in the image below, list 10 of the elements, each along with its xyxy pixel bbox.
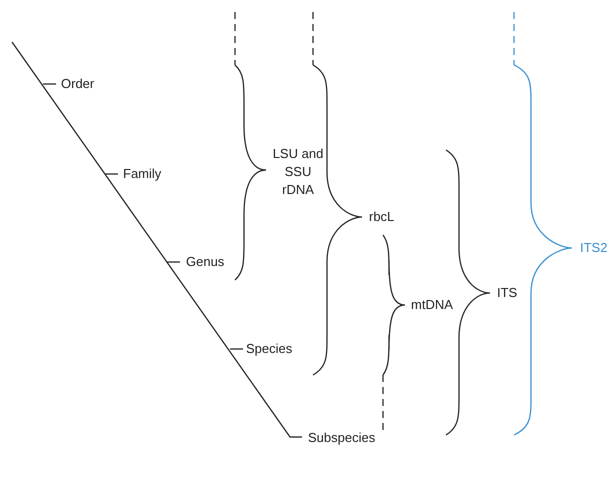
- marker-label: ITS: [497, 284, 518, 302]
- marker-label: rbcL: [369, 208, 394, 226]
- rank-label: Species: [246, 340, 292, 358]
- marker-label: LSU and SSU rDNA: [272, 145, 324, 199]
- marker-label: ITS2: [580, 239, 608, 257]
- marker-label: mtDNA: [411, 296, 453, 314]
- rank-label: Subspecies: [308, 429, 376, 447]
- rank-label: Genus: [186, 253, 224, 271]
- rank-label: Order: [61, 75, 94, 93]
- rank-label: Family: [123, 165, 162, 183]
